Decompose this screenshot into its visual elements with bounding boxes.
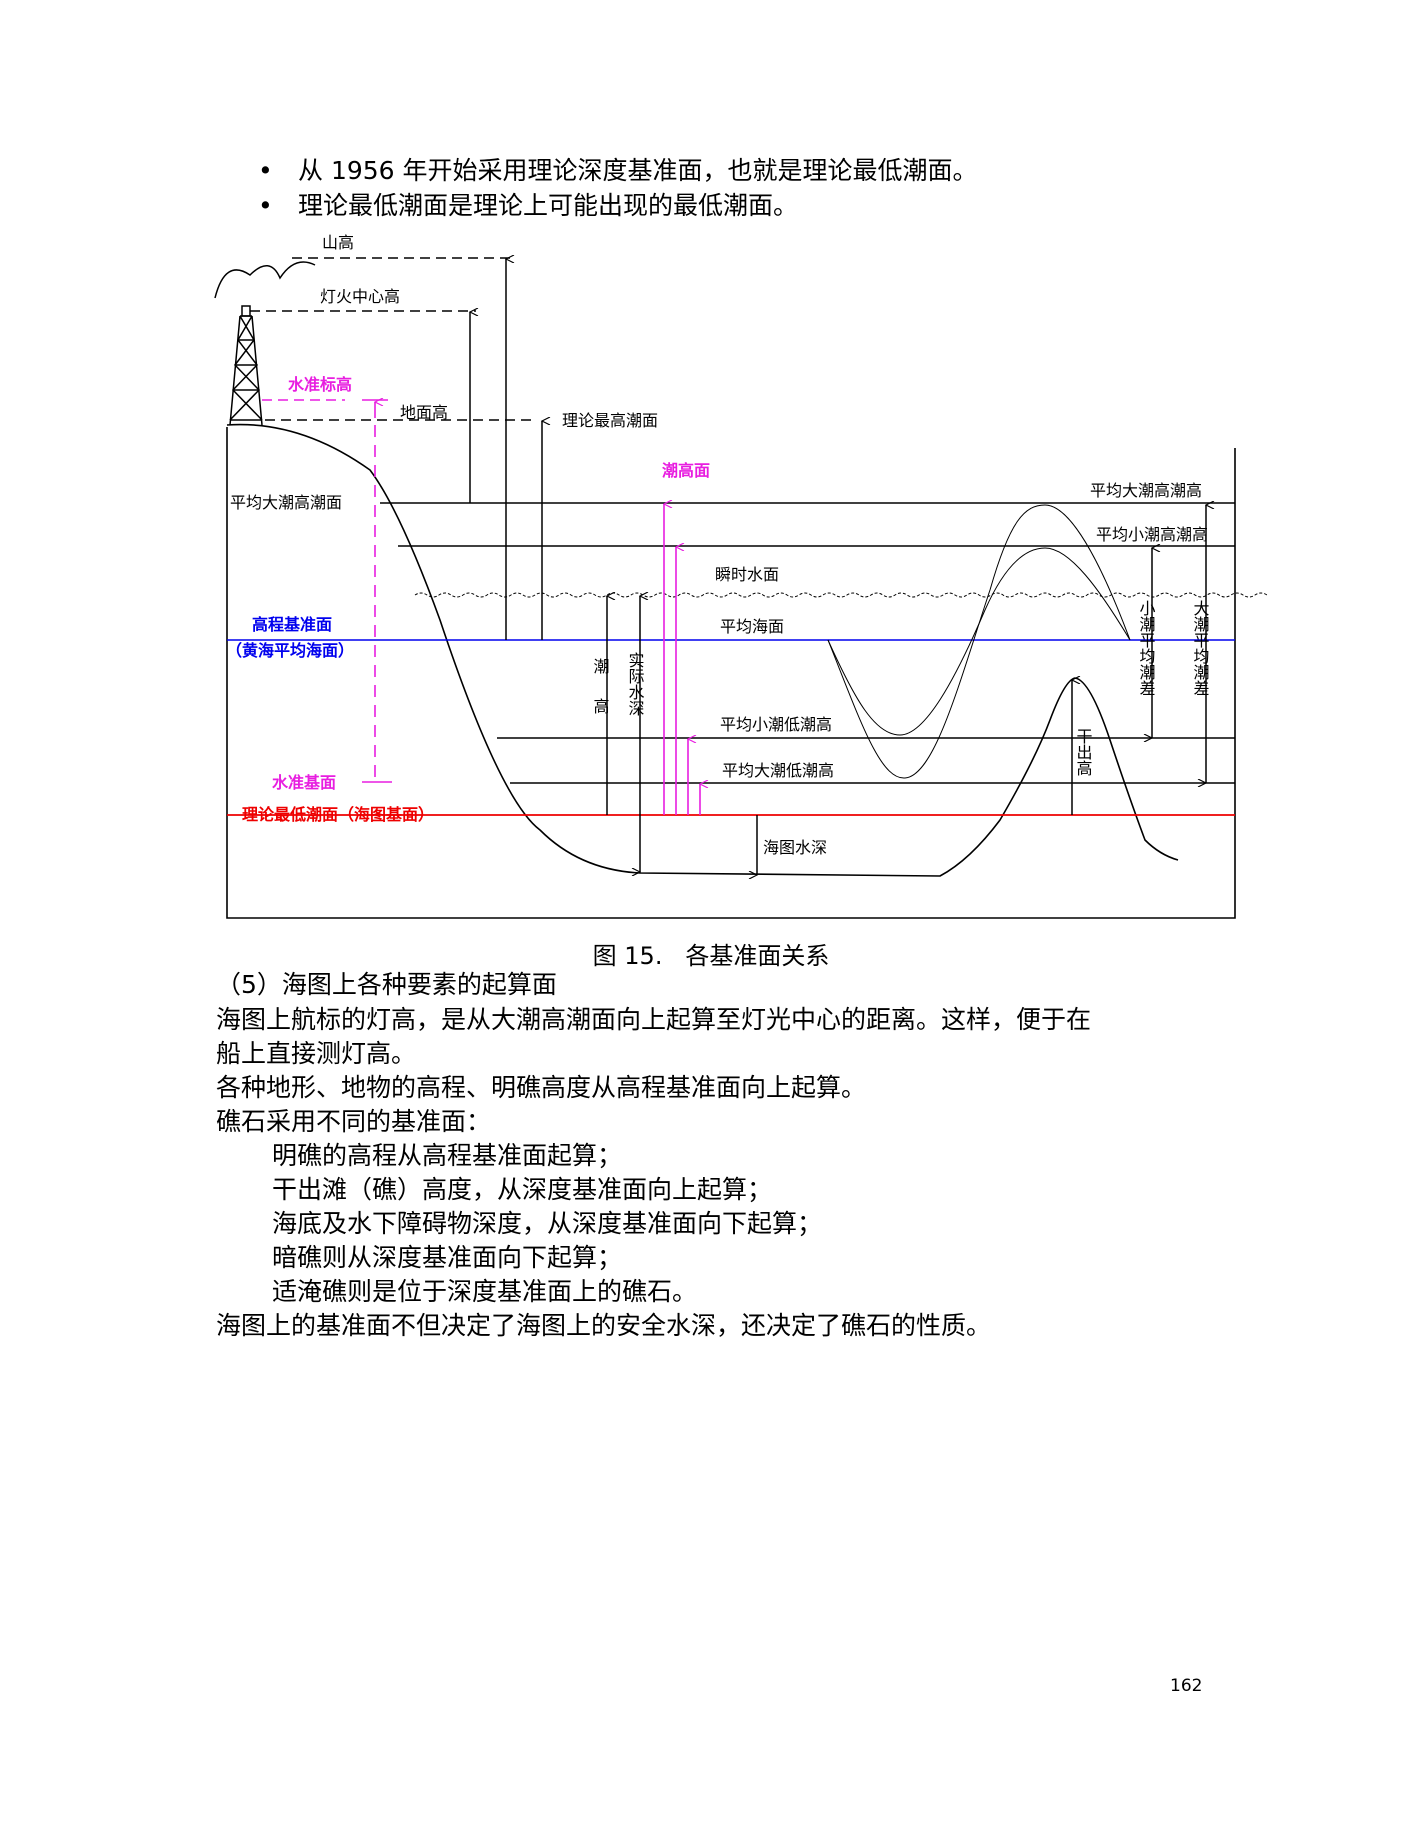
diagram-frame [226, 427, 1236, 919]
label-drying-height-vertical: 干出高 [1074, 728, 1093, 776]
paragraph-line: 暗礁则从深度基准面向下起算； [272, 1243, 623, 1272]
label-spring-range-vertical: 大潮平均潮差 [1191, 600, 1210, 696]
neap-tide-curve [827, 547, 1131, 736]
label-light-height: 灯火中心高 [320, 287, 400, 306]
label-mhwn-right: 平均小潮高潮高 [1096, 525, 1208, 544]
label-neap-range-vertical: 小潮平均潮差 [1137, 600, 1156, 696]
paragraph-line: 干出滩（礁）高度，从深度基准面向上起算； [272, 1175, 773, 1204]
paragraph-line: （5）海图上各种要素的起算面 [216, 970, 557, 999]
paragraph-line: 海图上的基准面不但决定了海图上的安全水深，还决定了礁石的性质。 [216, 1311, 992, 1340]
label-benchmark-height: 水准标高 [288, 375, 352, 394]
label-mlwn: 平均小潮低潮高 [720, 715, 832, 734]
label-tide-height-vertical: 潮高 [591, 658, 610, 738]
figure-caption: 图 15. 各基准面关系 [592, 942, 830, 970]
bullet-symbol: • [258, 156, 273, 185]
bullet-text: 理论最低潮面是理论上可能出现的最低潮面。 [298, 191, 799, 220]
paragraph-line: 明礁的高程从高程基准面起算； [272, 1141, 623, 1170]
label-actual-depth-vertical: 实际水深 [626, 652, 645, 716]
label-mountain-height: 山高 [322, 233, 354, 252]
paragraph-line: 船上直接测灯高。 [216, 1039, 417, 1068]
label-ground-height: 地面高 [400, 403, 448, 422]
paragraph-line: 适淹礁则是位于深度基准面上的礁石。 [272, 1277, 698, 1306]
label-mhws-left: 平均大潮高潮面 [230, 493, 342, 512]
label-elevation-datum: 高程基准面 [252, 615, 332, 634]
instantaneous-water-wave [414, 592, 1268, 598]
lighthouse-tower [229, 305, 263, 426]
bullet-symbol: • [258, 191, 273, 220]
label-elevation-datum-sub: （黄海平均海面） [226, 641, 354, 660]
label-tide-height-surface: 潮高面 [662, 461, 710, 480]
page-number: 162 [1170, 1676, 1203, 1696]
paragraph-line: 海底及水下障碍物深度，从深度基准面向下起算； [272, 1209, 823, 1238]
bullet-text: 从 1956 年开始采用理论深度基准面，也就是理论最低潮面。 [298, 156, 978, 185]
label-chart-depth: 海图水深 [763, 838, 827, 857]
label-msl: 平均海面 [720, 617, 784, 636]
label-hat: 理论最高潮面 [562, 411, 658, 430]
mountain-peaks [214, 261, 316, 299]
paragraph-line: 各种地形、地物的高程、明礁高度从高程基准面向上起算。 [216, 1073, 867, 1102]
label-chart-datum: 理论最低潮面（海图基面） [242, 805, 434, 824]
paragraph-line: 海图上航标的灯高，是从大潮高潮面向上起算至灯光中心的距离。这样，便于在 [216, 1005, 1092, 1034]
label-instant-water: 瞬时水面 [715, 565, 779, 584]
spring-tide-curve [827, 504, 1131, 779]
label-mhws-right: 平均大潮高潮高 [1090, 481, 1202, 500]
label-leveling-datum: 水准基面 [272, 773, 336, 792]
paragraph-line: 礁石采用不同的基准面： [216, 1107, 492, 1136]
seabed-profile [226, 423, 1179, 877]
label-mlws: 平均大潮低潮高 [722, 761, 834, 780]
